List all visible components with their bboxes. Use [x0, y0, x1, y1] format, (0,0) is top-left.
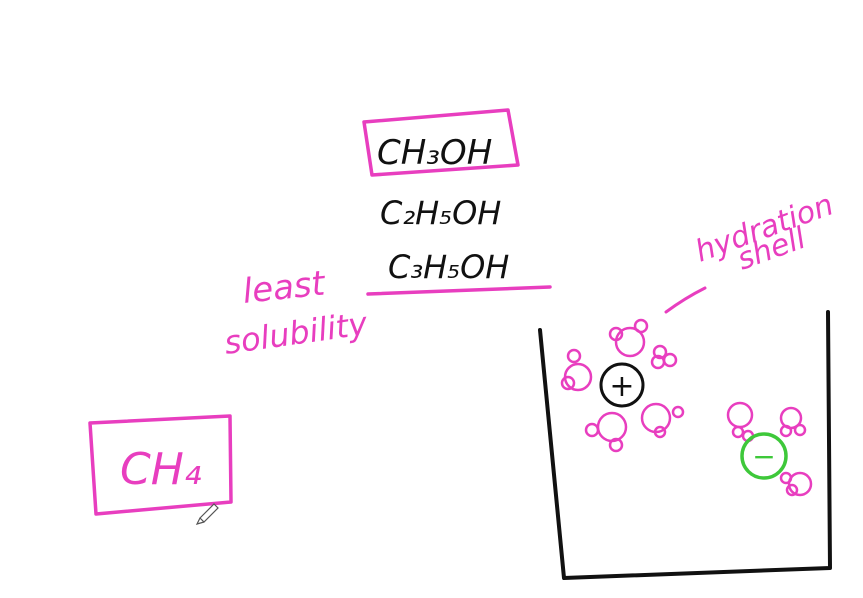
hydration-pointer-line: [664, 286, 707, 314]
propanol-formula: C₃H₅OH: [388, 248, 509, 286]
water-molecule: [584, 411, 628, 453]
water-molecule: [640, 402, 685, 439]
cation-hydration-shell: [560, 318, 685, 453]
beaker-outline: [538, 310, 832, 580]
water-molecule: [560, 348, 593, 392]
cation-symbol: +: [609, 369, 634, 404]
ethanol-formula: C₂H₅OH: [380, 194, 501, 232]
methanol-formula: CH₃OH: [377, 133, 492, 173]
pen-cursor-icon: [195, 503, 219, 525]
alcohol-series: CH₃OH C₂H₅OH C₃H₅OH: [362, 108, 552, 296]
methanol-highlight-box: [362, 108, 520, 177]
water-molecule: [779, 471, 813, 497]
methane-formula: CH₄: [120, 444, 202, 495]
water-molecule: [650, 344, 678, 370]
anion-circle: [740, 432, 788, 480]
water-molecule: [608, 318, 649, 358]
anion: −: [740, 432, 788, 480]
least-solubility-note: least solubility: [222, 263, 371, 362]
methane-box: [88, 414, 233, 516]
cation-circle: [599, 362, 645, 408]
methane-box-group: CH₄: [88, 414, 233, 516]
cation: +: [599, 362, 645, 408]
water-molecule: [779, 406, 807, 438]
underline-propanol: [366, 285, 552, 296]
solubility-label: solubility: [222, 304, 371, 362]
water-molecule: [726, 401, 755, 443]
least-label: least: [241, 263, 329, 312]
anion-hydration-shell: [726, 401, 813, 497]
anion-symbol: −: [752, 440, 775, 473]
hydration-shell-note: hydration shell: [664, 187, 838, 314]
